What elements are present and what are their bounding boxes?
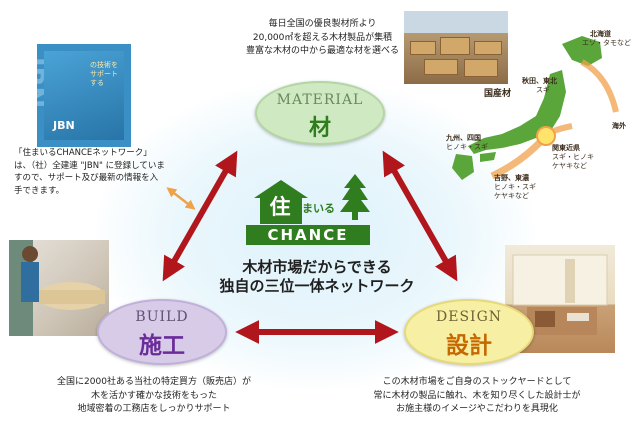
domestic-label: 国産材 xyxy=(484,89,512,99)
akita-label: 秋田、東北 xyxy=(522,77,557,85)
material-design-arrow xyxy=(382,150,458,282)
jbn-caption: 「住まいるCHANCEネットワーク」は、（社）全建連 "JBN" に登録していま… xyxy=(14,148,165,196)
build-caption: 全国に2000社ある当社の特定買方（販売店）が 木を活かす確かな技術をもった 地… xyxy=(57,377,251,414)
build-node: BUILD 施工 xyxy=(97,299,227,365)
jbn-arrow xyxy=(166,187,196,210)
material-build-arrow xyxy=(162,150,238,282)
jbn-vertical-text: の技術をサポートする xyxy=(90,61,118,87)
kyushu-species: ヒノキ・スギ xyxy=(446,143,488,151)
house-icon xyxy=(254,180,308,224)
tree-icon xyxy=(340,174,370,220)
material-jp-label: 材 xyxy=(308,116,331,141)
tagline-line1: 木材市場だからできる xyxy=(242,258,392,276)
design-node: DESIGN 設計 xyxy=(404,299,534,365)
lumber-yard-photo xyxy=(404,11,508,84)
jbn-label: JBN xyxy=(53,119,75,132)
design-caption: この木材市場をご自身のストックヤードとして 常に木材の製品に触れ、木を知り尽くし… xyxy=(373,377,581,414)
material-node: MATERIAL 材 xyxy=(255,81,385,145)
kyushu-label: 九州、四国 xyxy=(446,134,481,142)
carpenter-photo xyxy=(9,240,109,336)
material-en-label: MATERIAL xyxy=(276,92,364,108)
network-tagline: 木材市場だからできる 独自の三位一体ネットワーク xyxy=(200,258,434,296)
design-jp-label: 設計 xyxy=(446,333,492,359)
akita-species: スギ xyxy=(536,86,550,94)
build-jp-label: 施工 xyxy=(139,333,185,359)
tagline-line2: 独自の三位一体ネットワーク xyxy=(219,277,415,295)
design-en-label: DESIGN xyxy=(436,309,502,325)
logo-ju: 住 xyxy=(269,195,291,219)
logo-mairu: まいる xyxy=(302,202,335,215)
logo-chance: CHANCE xyxy=(246,225,370,245)
yoshino-species: ヒノキ・スギ ケヤキなど xyxy=(494,183,536,200)
overseas-label: 海外 xyxy=(612,122,626,130)
kanto-species: スギ・ヒノキ ケヤキなど xyxy=(552,153,594,170)
material-caption: 毎日全国の優良製材所より 20,000㎥を超える木材製品が集積 豊富な木材の中か… xyxy=(245,19,399,56)
kanto-label: 関東近県 xyxy=(552,144,580,152)
yoshino-label: 吉野、東濃 xyxy=(494,174,529,182)
hokkaido-species: エゾ・タモなど xyxy=(582,39,631,47)
hokkaido-label: 北海道 xyxy=(590,30,611,38)
sumairu-chance-logo: 住 まいる CHANCE xyxy=(244,174,372,248)
jbn-brochure-image: JBN の技術をサポートする JBN xyxy=(37,44,131,147)
japan-map: 北海道 エゾ・タモなど 秋田、東北 スギ 国産材 海外 九州、四国 ヒノキ・スギ… xyxy=(432,26,631,206)
build-en-label: BUILD xyxy=(135,309,189,325)
